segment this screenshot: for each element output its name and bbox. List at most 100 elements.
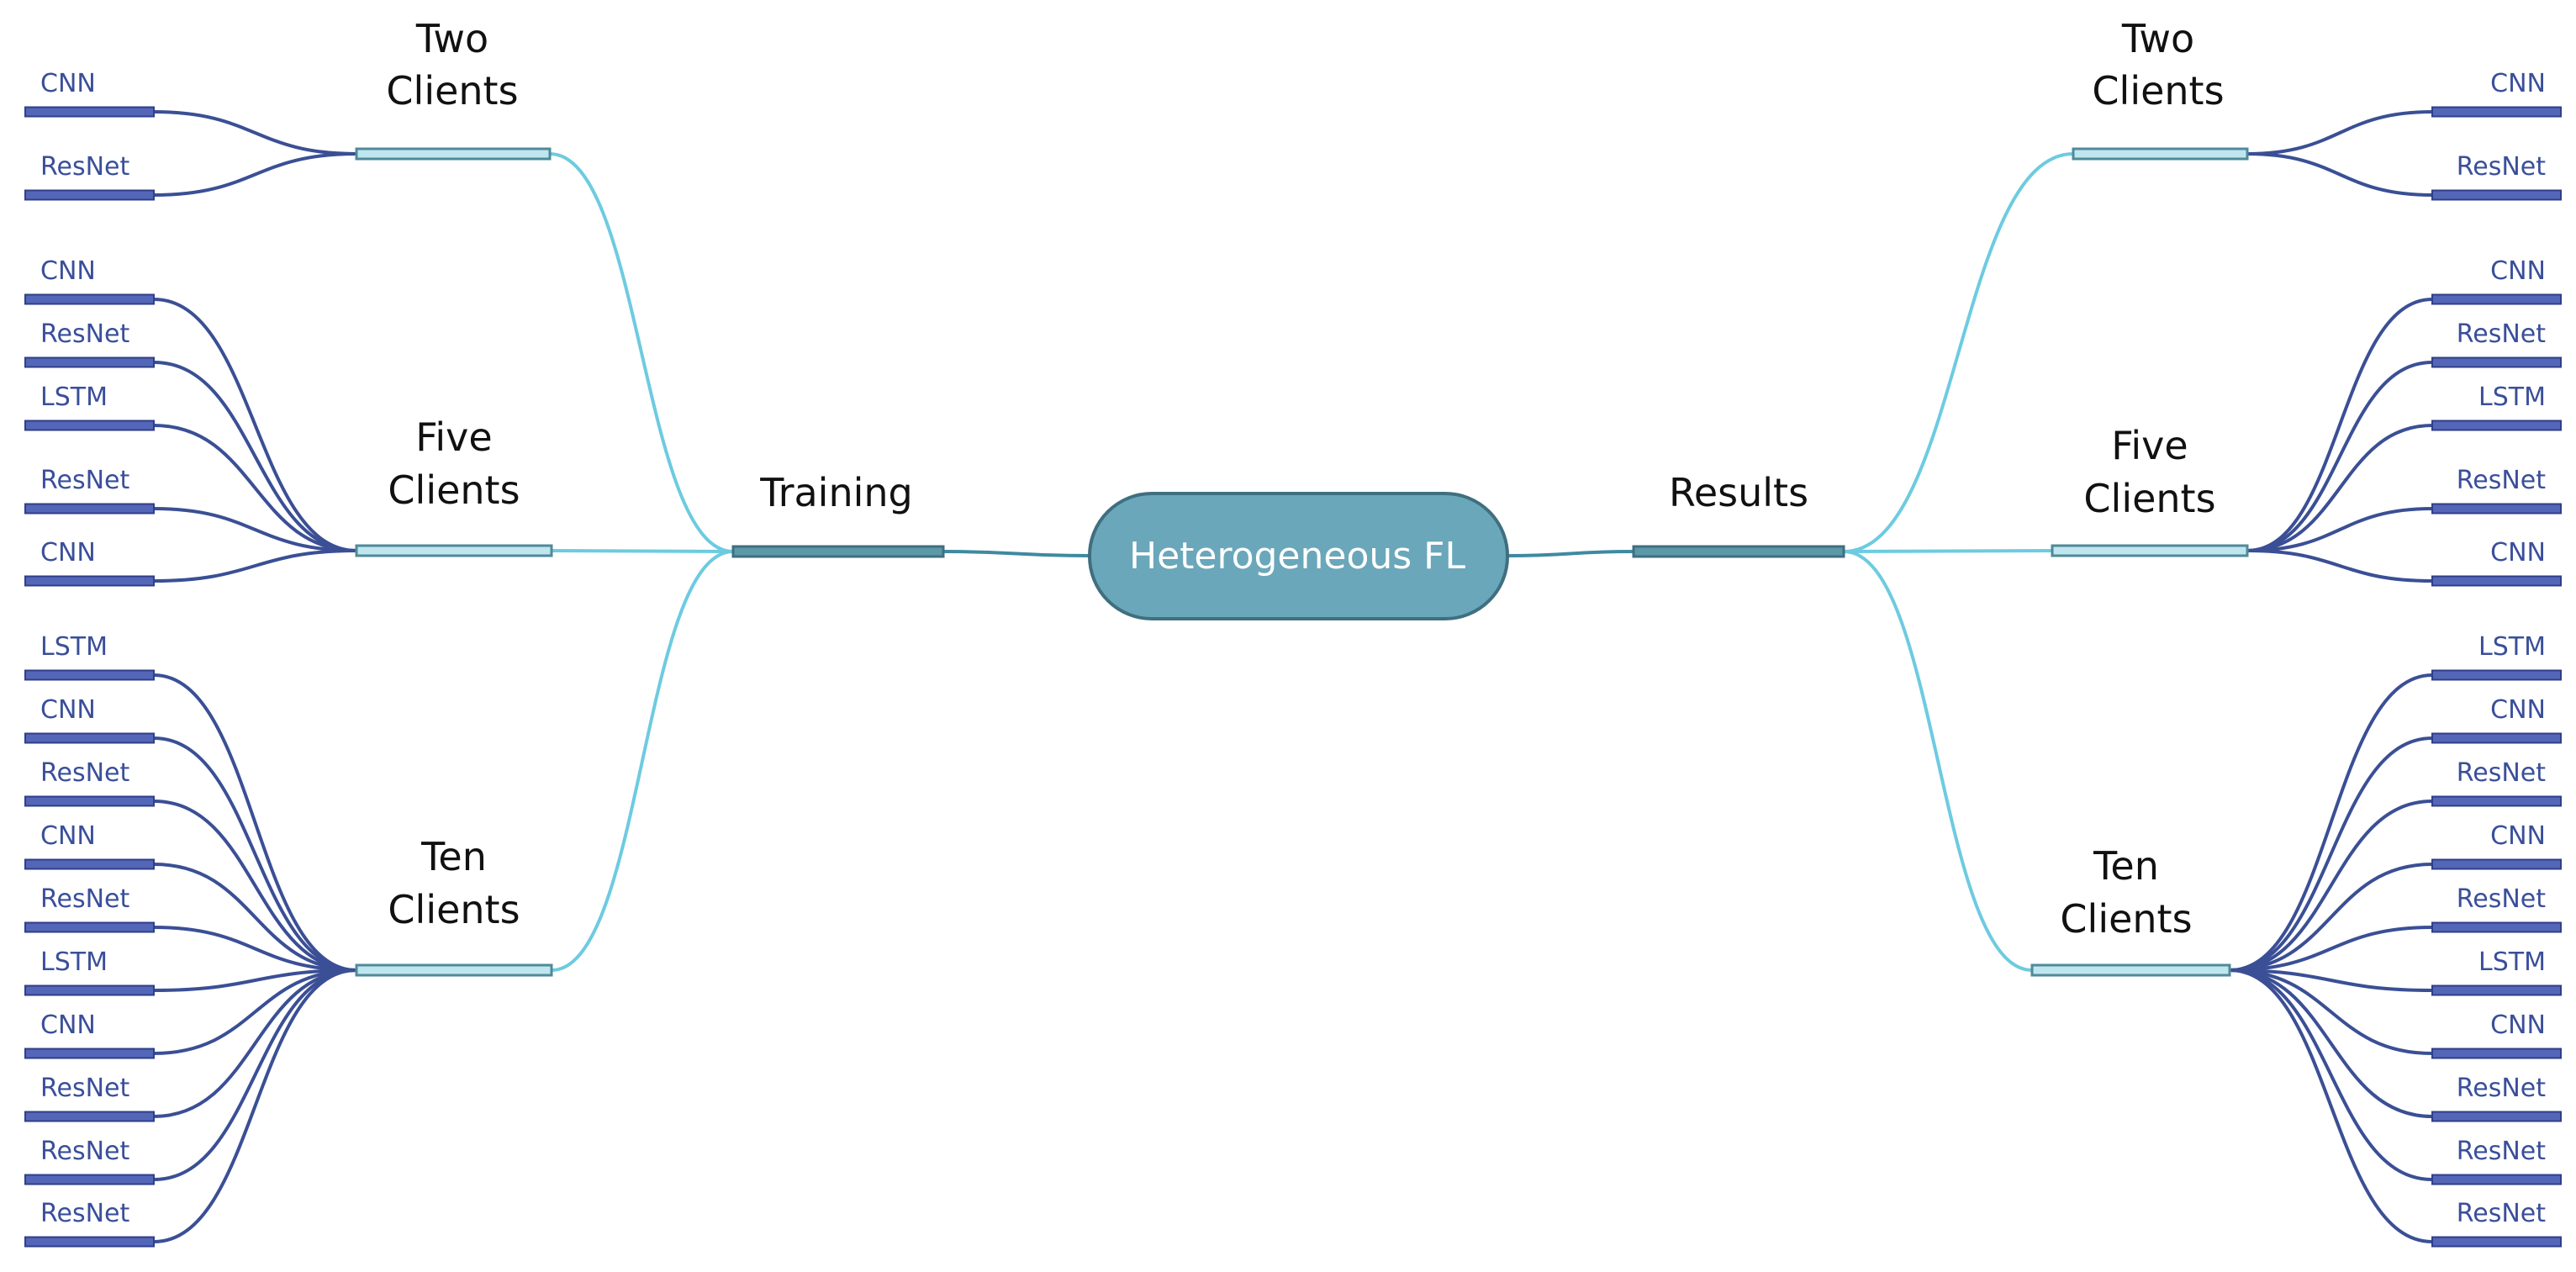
- leaf-label: CNN: [40, 1011, 96, 1040]
- group-label-line: Ten: [2093, 843, 2159, 889]
- group-to-leaf-link: [153, 361, 357, 552]
- group-bar: [355, 544, 553, 557]
- group-label-line: Clients: [2083, 476, 2215, 521]
- leaf-bar: [24, 669, 155, 681]
- leaf-bar: [24, 732, 155, 744]
- leaf-label: CNN: [2490, 695, 2546, 725]
- center-to-branch-link: [1507, 550, 1634, 557]
- group-label-line: Two: [2121, 16, 2194, 61]
- group-to-leaf-link: [2246, 361, 2433, 552]
- group-to-leaf-link: [153, 424, 357, 552]
- leaf-bar: [24, 984, 155, 996]
- leaf-bar: [2431, 420, 2562, 431]
- leaf-bar: [2431, 106, 2562, 118]
- group-to-leaf-link: [153, 969, 357, 1243]
- leaf-label: ResNet: [40, 466, 129, 495]
- group-label-line: Clients: [2060, 896, 2192, 942]
- group-to-leaf-link: [153, 152, 357, 197]
- leaf-bar: [24, 858, 155, 870]
- leaf-bar: [2431, 1048, 2562, 1059]
- branch-to-group-link: [549, 152, 734, 553]
- leaf-label: ResNet: [2457, 152, 2546, 182]
- group-to-leaf-link: [2229, 736, 2433, 972]
- leaf-bar: [24, 189, 155, 201]
- branch-bar-training: [731, 545, 945, 558]
- leaf-label: CNN: [2490, 821, 2546, 851]
- leaf-bar: [2431, 795, 2562, 807]
- branch-to-group-link: [551, 550, 734, 972]
- leaf-bar: [24, 921, 155, 933]
- group-bar: [2051, 544, 2249, 557]
- leaf-bar: [24, 575, 155, 587]
- group-label-line: Clients: [2092, 68, 2224, 113]
- leaf-bar: [2431, 1111, 2562, 1122]
- leaf-label: CNN: [2490, 256, 2546, 286]
- branch-to-group-link: [551, 549, 734, 553]
- leaf-label: ResNet: [40, 1199, 129, 1228]
- leaf-label: CNN: [40, 256, 96, 286]
- branch-bar-results: [1632, 545, 1845, 558]
- group-to-leaf-link: [2246, 110, 2433, 156]
- leaf-label: LSTM: [2478, 383, 2546, 412]
- leaf-bar: [24, 795, 155, 807]
- group-label-line: Clients: [388, 887, 520, 932]
- leaf-label: CNN: [2490, 538, 2546, 567]
- leaf-bar: [24, 420, 155, 431]
- leaf-bar: [24, 356, 155, 368]
- leaf-label: LSTM: [40, 383, 108, 412]
- branch-to-group-link: [1843, 550, 2033, 972]
- leaf-label: ResNet: [2457, 758, 2546, 788]
- group-to-leaf-link: [2229, 969, 2433, 1243]
- leaf-label: LSTM: [2478, 947, 2546, 977]
- leaf-bar: [24, 106, 155, 118]
- group-to-leaf-link: [153, 863, 357, 972]
- group-label-line: Five: [415, 414, 492, 460]
- group-to-leaf-link: [2229, 969, 2433, 1055]
- leaf-bar: [2431, 356, 2562, 368]
- leaf-bar: [2431, 293, 2562, 305]
- leaf-label: ResNet: [2457, 319, 2546, 349]
- leaf-label: LSTM: [40, 632, 108, 662]
- leaf-label: ResNet: [2457, 1137, 2546, 1166]
- center-node: [1088, 492, 1509, 620]
- group-bar: [2072, 147, 2249, 161]
- leaf-bar: [24, 1174, 155, 1185]
- leaf-label: CNN: [40, 69, 96, 98]
- leaf-bar: [2431, 669, 2562, 681]
- group-to-leaf-link: [153, 926, 357, 972]
- group-to-leaf-link: [153, 969, 357, 1181]
- leaf-label: CNN: [40, 538, 96, 567]
- group-to-leaf-link: [153, 549, 357, 583]
- group-label-line: Clients: [388, 467, 520, 513]
- group-to-leaf-link: [153, 736, 357, 972]
- leaf-bar: [24, 1048, 155, 1059]
- leaf-bar: [2431, 984, 2562, 996]
- group-bar: [2030, 963, 2231, 977]
- group-to-leaf-link: [153, 969, 357, 1118]
- leaf-label: ResNet: [40, 319, 129, 349]
- leaf-bar: [2431, 575, 2562, 587]
- group-to-leaf-link: [2229, 969, 2433, 1181]
- group-bar: [355, 963, 553, 977]
- leaf-label: ResNet: [40, 758, 129, 788]
- leaf-label: CNN: [40, 695, 96, 725]
- group-to-leaf-link: [153, 110, 357, 156]
- group-to-leaf-link: [2229, 673, 2433, 972]
- center-to-branch-link: [942, 550, 1090, 557]
- leaf-label: LSTM: [40, 947, 108, 977]
- group-label-line: Five: [2111, 423, 2188, 468]
- leaf-label: ResNet: [2457, 884, 2546, 914]
- group-to-leaf-link: [2246, 152, 2433, 197]
- group-label-line: Ten: [420, 834, 487, 879]
- label-layer: Heterogeneous FLTrainingTwoClientsCNNRes…: [40, 16, 2546, 1228]
- leaf-label: LSTM: [2478, 632, 2546, 662]
- group-label-line: Two: [415, 16, 488, 61]
- leaf-label: ResNet: [40, 1137, 129, 1166]
- group-to-leaf-link: [2229, 926, 2433, 972]
- leaf-label: CNN: [2490, 69, 2546, 98]
- group-label-line: Clients: [386, 68, 518, 113]
- group-to-leaf-link: [2246, 549, 2433, 583]
- leaf-bar: [2431, 503, 2562, 515]
- leaf-label: CNN: [40, 821, 96, 851]
